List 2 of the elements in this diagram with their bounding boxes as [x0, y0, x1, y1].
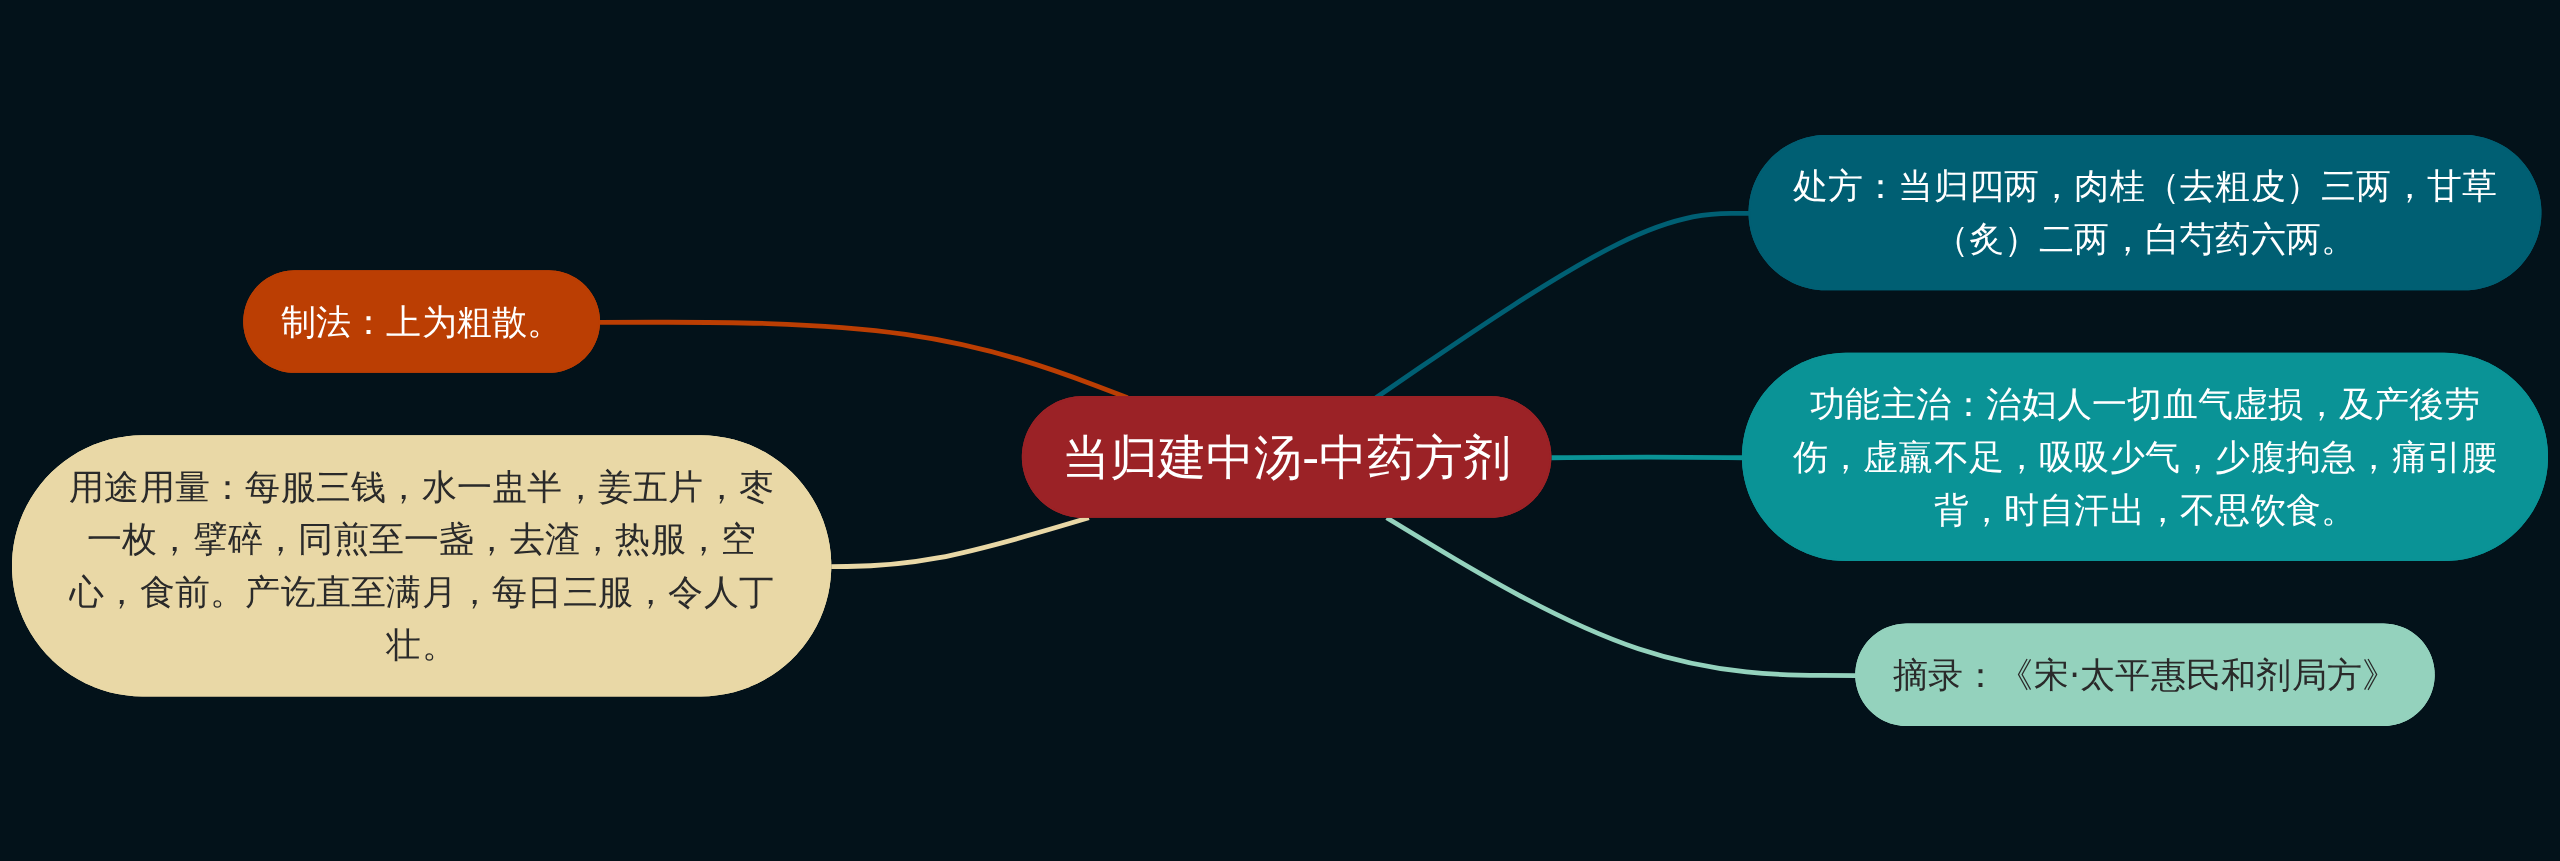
- connector: [1551, 454, 1744, 461]
- connector: [831, 515, 1090, 570]
